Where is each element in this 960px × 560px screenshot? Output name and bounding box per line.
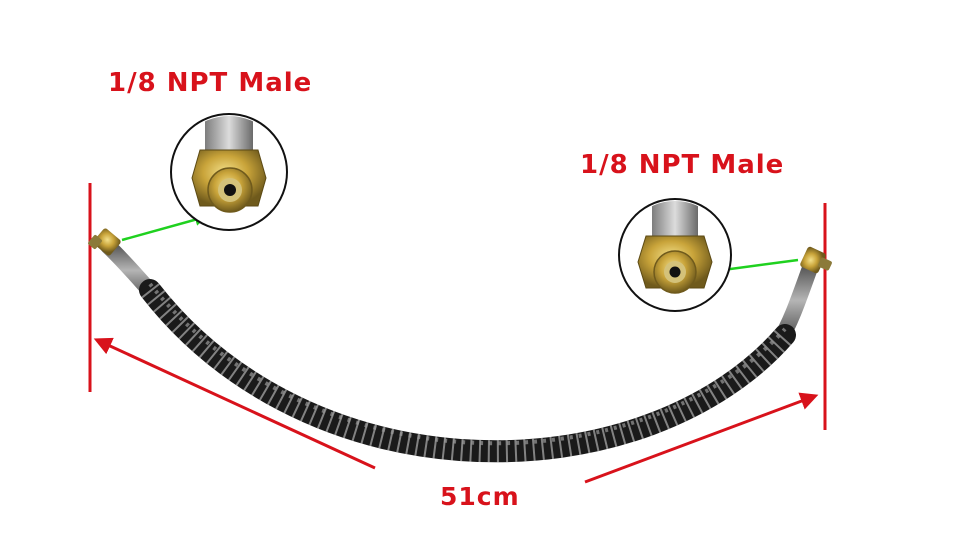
left-length-arrow bbox=[93, 337, 376, 470]
hose-length-label: 51cm bbox=[440, 482, 520, 511]
right-length-arrow bbox=[584, 392, 819, 484]
right-end-fitting bbox=[800, 246, 832, 274]
left-fitting-closeup bbox=[170, 113, 288, 231]
left-fitting-label: 1/8 NPT Male bbox=[108, 68, 313, 98]
right-fitting-label: 1/8 NPT Male bbox=[580, 150, 785, 180]
hose-spring-coil bbox=[141, 283, 794, 463]
hose-spring-highlight bbox=[148, 282, 787, 446]
left-end-fitting bbox=[88, 228, 121, 256]
left-pointer-arrow bbox=[121, 213, 208, 242]
right-fitting-closeup bbox=[618, 198, 732, 312]
